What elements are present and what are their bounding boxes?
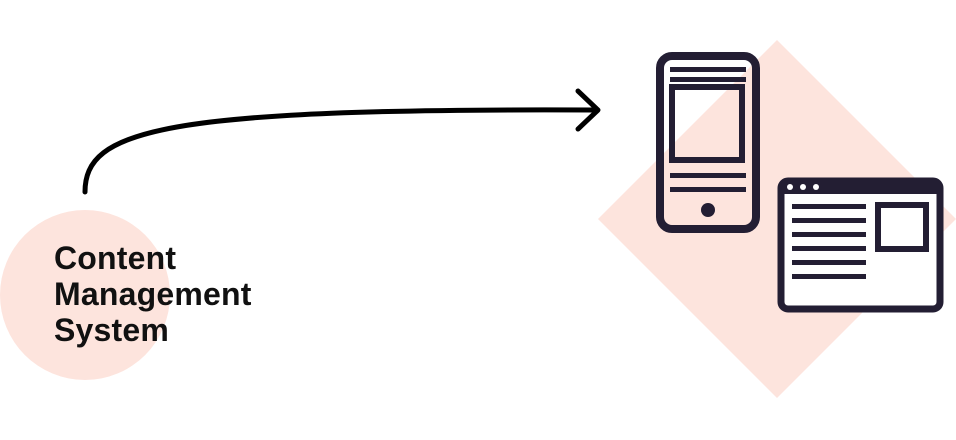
smartphone-icon (656, 52, 760, 233)
cms-label: Content Management System (54, 240, 252, 348)
browser-frame (777, 177, 944, 313)
phone-text-line-1 (670, 173, 746, 178)
phone-body (656, 52, 760, 233)
browser-text-line-2 (792, 218, 866, 223)
phone-top-line-2 (670, 77, 746, 82)
cms-label-line-3: System (54, 312, 170, 348)
browser-window-icon (777, 177, 944, 313)
phone-home-button (701, 203, 715, 217)
browser-text-line-3 (792, 232, 866, 237)
arrow-curve (82, 107, 598, 195)
curved-arrow (82, 88, 601, 195)
browser-dot-3 (813, 184, 819, 190)
browser-text-line-1 (792, 204, 866, 209)
browser-text-line-5 (792, 260, 866, 265)
cms-label-line-2: Management (54, 276, 252, 312)
browser-title-bar (781, 181, 940, 194)
browser-dot-2 (800, 184, 806, 190)
phone-top-line-1 (670, 67, 746, 72)
cms-circle (0, 210, 170, 380)
browser-text-line-4 (792, 246, 866, 251)
arrow-head (575, 88, 601, 132)
phone-screen-frame (669, 84, 745, 163)
browser-dot-1 (787, 184, 793, 190)
cms-label-line-1: Content (54, 240, 177, 276)
browser-text-line-6 (792, 274, 866, 279)
phone-text-line-2 (670, 187, 746, 192)
browser-image-box (875, 202, 929, 252)
